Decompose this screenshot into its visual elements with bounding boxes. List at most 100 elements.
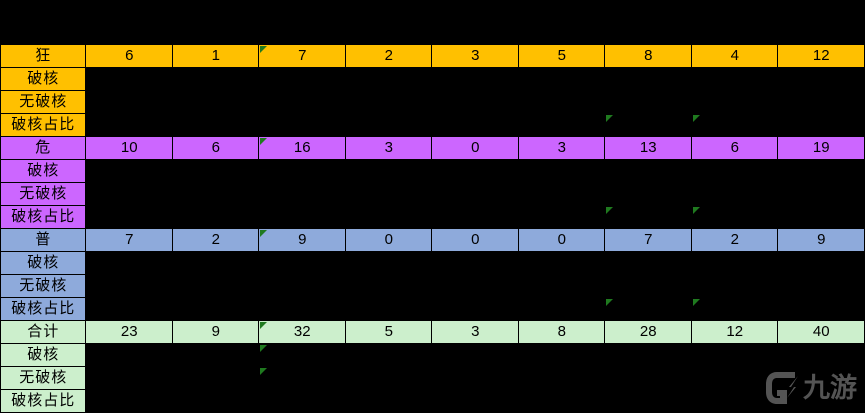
cell-pu-h-c3[interactable]: 9 xyxy=(258,228,346,252)
cell-wei-2-c4[interactable] xyxy=(345,205,432,229)
cell-wei-h-c8[interactable]: 6 xyxy=(691,136,778,160)
cell-pu-2-c1[interactable] xyxy=(85,297,173,321)
cell-pu-h-c6[interactable]: 0 xyxy=(518,228,605,252)
row-header-pu[interactable]: 普 xyxy=(0,228,86,252)
cell-wei-2-c7[interactable] xyxy=(604,205,692,229)
cell-kuang-0-c2[interactable] xyxy=(172,67,259,91)
cell-wei-0-c9[interactable] xyxy=(777,159,865,183)
row-label-kuang-2[interactable]: 破核占比 xyxy=(0,113,86,137)
cell-pu-2-c6[interactable] xyxy=(518,297,605,321)
cell-pu-0-c1[interactable] xyxy=(85,251,173,275)
cell-total-2-c2[interactable] xyxy=(172,389,259,413)
cell-kuang-1-c4[interactable] xyxy=(345,90,432,114)
cell-total-2-c7[interactable] xyxy=(604,389,692,413)
cell-pu-0-c4[interactable] xyxy=(345,251,432,275)
cell-wei-1-c9[interactable] xyxy=(777,182,865,206)
cell-kuang-1-c1[interactable] xyxy=(85,90,173,114)
cell-pu-1-c6[interactable] xyxy=(518,274,605,298)
cell-pu-2-c3[interactable] xyxy=(258,297,346,321)
cell-pu-2-c5[interactable] xyxy=(431,297,519,321)
cell-kuang-h-c5[interactable]: 3 xyxy=(431,44,519,68)
cell-wei-0-c8[interactable] xyxy=(691,159,778,183)
cell-total-1-c6[interactable] xyxy=(518,366,605,390)
cell-kuang-1-c9[interactable] xyxy=(777,90,865,114)
cell-wei-1-c5[interactable] xyxy=(431,182,519,206)
row-label-pu-0[interactable]: 破核 xyxy=(0,251,86,275)
cell-wei-2-c5[interactable] xyxy=(431,205,519,229)
cell-kuang-1-c6[interactable] xyxy=(518,90,605,114)
cell-total-0-c7[interactable] xyxy=(604,343,692,367)
cell-total-1-c5[interactable] xyxy=(431,366,519,390)
cell-total-h-c1[interactable]: 23 xyxy=(85,320,173,344)
cell-total-0-c1[interactable] xyxy=(85,343,173,367)
cell-kuang-2-c9[interactable] xyxy=(777,113,865,137)
cell-pu-2-c8[interactable] xyxy=(691,297,778,321)
cell-kuang-h-c7[interactable]: 8 xyxy=(604,44,692,68)
cell-total-2-c8[interactable] xyxy=(691,389,778,413)
cell-wei-2-c6[interactable] xyxy=(518,205,605,229)
cell-total-2-c9[interactable] xyxy=(777,389,865,413)
cell-wei-h-c7[interactable]: 13 xyxy=(604,136,692,160)
cell-pu-0-c9[interactable] xyxy=(777,251,865,275)
cell-kuang-0-c7[interactable] xyxy=(604,67,692,91)
cell-pu-2-c7[interactable] xyxy=(604,297,692,321)
cell-pu-0-c8[interactable] xyxy=(691,251,778,275)
cell-pu-h-c9[interactable]: 9 xyxy=(777,228,865,252)
cell-kuang-h-c2[interactable]: 1 xyxy=(172,44,259,68)
cell-total-1-c9[interactable] xyxy=(777,366,865,390)
cell-kuang-0-c4[interactable] xyxy=(345,67,432,91)
cell-pu-2-c2[interactable] xyxy=(172,297,259,321)
cell-kuang-h-c8[interactable]: 4 xyxy=(691,44,778,68)
cell-wei-0-c5[interactable] xyxy=(431,159,519,183)
cell-total-1-c3[interactable] xyxy=(258,366,346,390)
cell-pu-1-c5[interactable] xyxy=(431,274,519,298)
cell-kuang-0-c5[interactable] xyxy=(431,67,519,91)
cell-wei-2-c1[interactable] xyxy=(85,205,173,229)
cell-pu-1-c4[interactable] xyxy=(345,274,432,298)
cell-total-h-c8[interactable]: 12 xyxy=(691,320,778,344)
cell-total-h-c4[interactable]: 5 xyxy=(345,320,432,344)
cell-total-2-c3[interactable] xyxy=(258,389,346,413)
cell-kuang-0-c8[interactable] xyxy=(691,67,778,91)
cell-kuang-2-c3[interactable] xyxy=(258,113,346,137)
cell-wei-h-c6[interactable]: 3 xyxy=(518,136,605,160)
row-header-total[interactable]: 合计 xyxy=(0,320,86,344)
cell-pu-1-c9[interactable] xyxy=(777,274,865,298)
cell-wei-2-c8[interactable] xyxy=(691,205,778,229)
cell-total-2-c6[interactable] xyxy=(518,389,605,413)
cell-total-2-c1[interactable] xyxy=(85,389,173,413)
cell-total-0-c2[interactable] xyxy=(172,343,259,367)
cell-total-2-c4[interactable] xyxy=(345,389,432,413)
cell-kuang-0-c9[interactable] xyxy=(777,67,865,91)
cell-total-1-c2[interactable] xyxy=(172,366,259,390)
cell-pu-0-c6[interactable] xyxy=(518,251,605,275)
cell-pu-0-c7[interactable] xyxy=(604,251,692,275)
cell-total-1-c1[interactable] xyxy=(85,366,173,390)
cell-wei-h-c5[interactable]: 0 xyxy=(431,136,519,160)
cell-kuang-h-c9[interactable]: 12 xyxy=(777,44,865,68)
cell-wei-2-c9[interactable] xyxy=(777,205,865,229)
cell-wei-h-c9[interactable]: 19 xyxy=(777,136,865,160)
cell-wei-0-c4[interactable] xyxy=(345,159,432,183)
cell-wei-1-c1[interactable] xyxy=(85,182,173,206)
cell-total-h-c3[interactable]: 32 xyxy=(258,320,346,344)
cell-total-0-c5[interactable] xyxy=(431,343,519,367)
cell-pu-h-c8[interactable]: 2 xyxy=(691,228,778,252)
cell-wei-2-c2[interactable] xyxy=(172,205,259,229)
cell-pu-1-c2[interactable] xyxy=(172,274,259,298)
cell-total-h-c9[interactable]: 40 xyxy=(777,320,865,344)
row-label-wei-2[interactable]: 破核占比 xyxy=(0,205,86,229)
cell-pu-h-c4[interactable]: 0 xyxy=(345,228,432,252)
cell-kuang-1-c2[interactable] xyxy=(172,90,259,114)
cell-kuang-2-c5[interactable] xyxy=(431,113,519,137)
row-label-kuang-1[interactable]: 无破核 xyxy=(0,90,86,114)
row-label-wei-1[interactable]: 无破核 xyxy=(0,182,86,206)
cell-wei-h-c1[interactable]: 10 xyxy=(85,136,173,160)
cell-total-0-c3[interactable] xyxy=(258,343,346,367)
row-header-wei[interactable]: 危 xyxy=(0,136,86,160)
cell-total-h-c5[interactable]: 3 xyxy=(431,320,519,344)
row-label-total-2[interactable]: 破核占比 xyxy=(0,389,86,413)
cell-wei-1-c2[interactable] xyxy=(172,182,259,206)
cell-total-0-c4[interactable] xyxy=(345,343,432,367)
row-label-pu-1[interactable]: 无破核 xyxy=(0,274,86,298)
